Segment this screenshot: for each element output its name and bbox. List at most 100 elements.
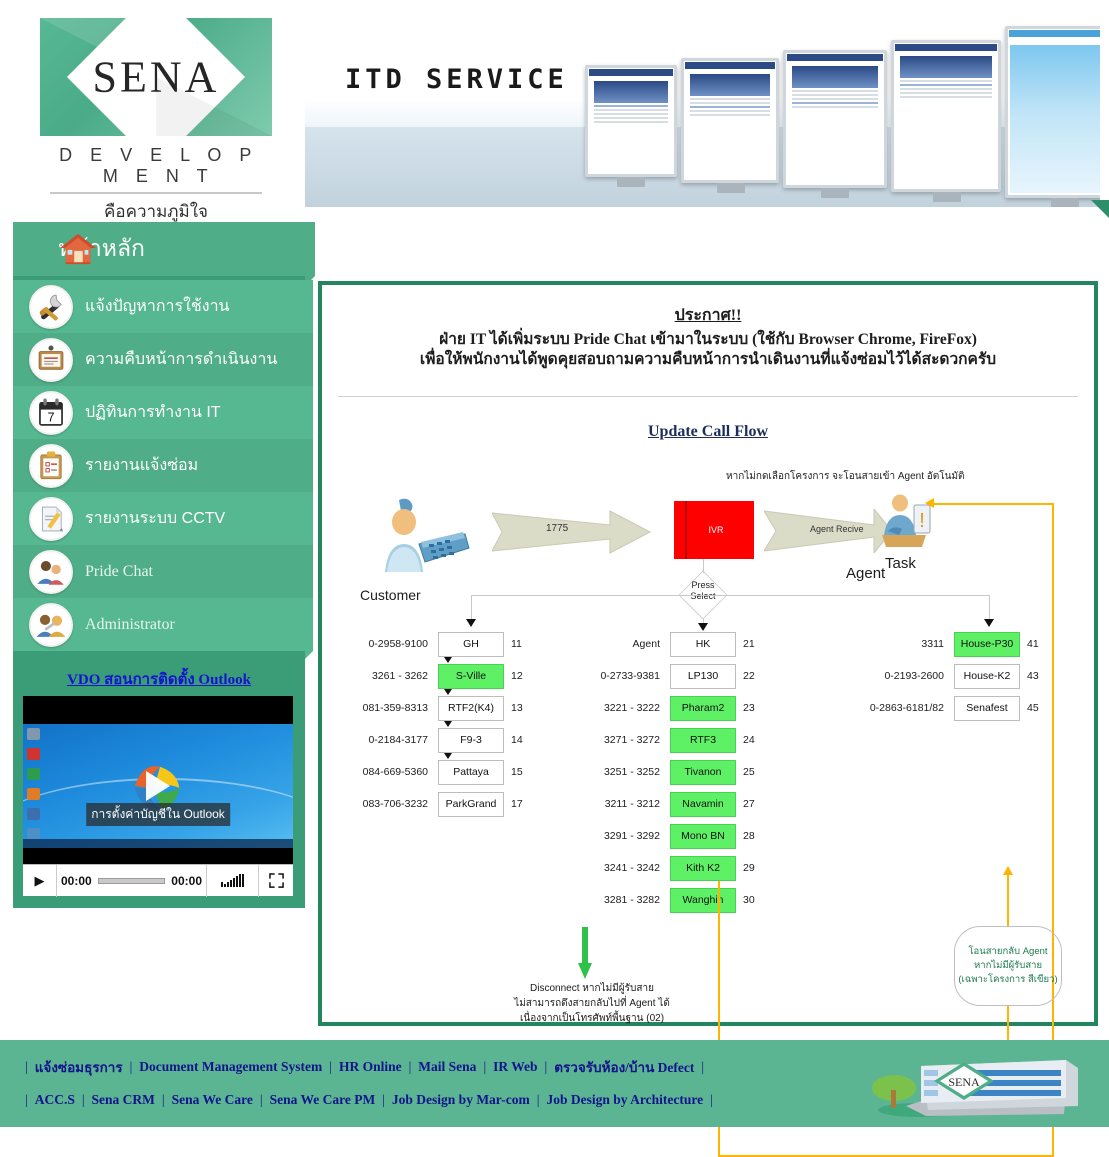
board-icon: [29, 337, 73, 382]
press-select-decision: Press Select: [667, 570, 739, 620]
sidebar-item-report-issue[interactable]: แจ้งปัญหาการใช้งาน: [13, 280, 313, 341]
project-phone-number: 3251 - 3252: [603, 766, 660, 778]
project-extension: 13: [511, 702, 523, 714]
project-phone-number: 3311: [921, 638, 944, 650]
project-phone-number: 0-2733-9381: [600, 670, 660, 682]
footer-link[interactable]: Job Design by Architecture: [546, 1091, 704, 1107]
play-button[interactable]: ▶: [23, 864, 57, 897]
fullscreen-button[interactable]: [259, 865, 293, 897]
disconnect-note-line-1: Disconnect หากไม่มีผู้รับสาย: [530, 983, 654, 994]
site-footer: | แจ้งซ่อมธุรการ | Document Management Syst…: [0, 1040, 1109, 1127]
transfer-back-callout: โอนสายกลับ Agent หากไม่มีผู้รับสาย (เฉพา…: [954, 926, 1062, 1006]
arrow-to-col1: [466, 619, 476, 627]
connector-left: [471, 595, 703, 596]
logo-brand-text: SENA: [92, 52, 220, 102]
project-phone-number: 3271 - 3272: [603, 734, 660, 746]
project-name-box: House-P30: [954, 631, 1020, 657]
callout-line-2: หากไม่มีผู้รับสาย: [973, 960, 1043, 971]
footer-link[interactable]: IR Web: [493, 1058, 538, 1074]
sidebar-item-label: Pride Chat: [85, 562, 153, 580]
project-name-box: Tivanon: [670, 759, 736, 785]
footer-link[interactable]: Sena We Care PM: [269, 1091, 376, 1107]
row-connector-arrow: [444, 721, 452, 727]
video-player[interactable]: การตั้งค่าบัญชีใน Outlook ▶ 00:00 00:00: [23, 696, 293, 897]
footer-separator: |: [544, 1058, 548, 1074]
sidebar-item-label: รายงานแจ้งซ่อม: [85, 457, 199, 474]
sidebar-item-home[interactable]: หน้าหลัก: [13, 222, 315, 286]
footer-link[interactable]: แจ้งซ่อมธุรการ: [34, 1059, 123, 1075]
project-phone-number: 3291 - 3292: [603, 830, 660, 842]
sidebar-item-administrator[interactable]: Administrator: [13, 598, 313, 659]
footer-separator: |: [536, 1091, 540, 1107]
sidebar-item-label: ปฏิทินการทำงาน IT: [85, 404, 221, 421]
sidebar-item-label: แจ้งปัญหาการใช้งาน: [85, 298, 230, 315]
footer-separator: |: [408, 1058, 412, 1074]
project-name-box: Mono BN: [670, 823, 736, 849]
project-extension: 43: [1027, 670, 1039, 682]
connector-right-down: [989, 595, 990, 623]
sena-building-logo: SENA: [872, 1060, 1078, 1117]
current-time: 00:00: [61, 873, 92, 888]
video-title-link[interactable]: VDO สอนการติดตั้ง Outlook: [67, 672, 251, 688]
project-extension: 21: [743, 638, 755, 650]
seek-bar[interactable]: [97, 877, 166, 884]
logo-subtitle: D E V E L O P M E N T: [59, 145, 258, 186]
duration: 00:00: [171, 873, 202, 888]
project-row: 3251 - 3252 Tivanon 25: [578, 759, 762, 785]
monitor-3: [783, 50, 887, 188]
logo-divider: [50, 192, 262, 194]
fullscreen-icon: [268, 873, 284, 888]
logo-diamond-mark: SENA: [40, 18, 272, 136]
dial-arrow: [492, 510, 652, 554]
video-controls: ▶ 00:00 00:00: [23, 864, 293, 897]
dial-number-label: 1775: [546, 523, 569, 534]
row-connector-arrow: [444, 657, 452, 663]
auto-transfer-note: หากไม่กดเลือกโครงการ จะโอนสายเข้า Agent …: [726, 471, 965, 482]
agent-receive-label: Agent Recive: [810, 524, 864, 534]
monitor-5: [1005, 26, 1100, 198]
project-extension: 25: [743, 766, 755, 778]
sidebar-item-it-calendar[interactable]: 7 ปฏิทินการทำงาน IT: [13, 386, 313, 447]
video-section: VDO สอนการติดตั้ง Outlook การตั้งค่าบัญช…: [13, 659, 305, 908]
footer-link[interactable]: Job Design by Mar-com: [391, 1091, 530, 1107]
home-icon: [60, 233, 96, 265]
project-extension: 23: [743, 702, 755, 714]
agent-receive-arrow: [764, 509, 893, 553]
project-phone-number: 084-669-5360: [362, 766, 428, 778]
svg-text:7: 7: [47, 409, 54, 424]
return-path-top: [933, 503, 1054, 505]
project-name-box: Wanghin: [670, 887, 736, 913]
footer-link[interactable]: Mail Sena: [418, 1058, 477, 1074]
sidebar-item-progress[interactable]: ความคืบหน้าการดำเนินงาน: [13, 333, 313, 394]
footer-link[interactable]: Sena CRM: [91, 1091, 155, 1107]
footer-link[interactable]: HR Online: [338, 1058, 402, 1074]
footer-separator: |: [129, 1058, 133, 1074]
play-overlay-icon[interactable]: [146, 771, 170, 801]
announcement: ประกาศ!! ฝ่าย IT ได้เพิ่มระบบ Pride Chat…: [322, 285, 1094, 380]
announcement-line-2: เพื่อให้พนักงานได้พูดคุยสอบถามความคืบหน้…: [419, 351, 997, 368]
project-phone-number: 3281 - 3282: [603, 894, 660, 906]
connector-left-down: [471, 595, 472, 623]
footer-link[interactable]: ตรวจรับห้อง/บ้าน Defect: [554, 1059, 695, 1075]
footer-link[interactable]: Document Management System: [139, 1058, 323, 1074]
callout-line-3: (เฉพาะโครงการ สีเขียว): [958, 974, 1058, 985]
sidebar-item-cctv-report[interactable]: รายงานระบบ CCTV: [13, 492, 313, 553]
sidebar-item-repair-report[interactable]: รายงานแจ้งซ่อม: [13, 439, 313, 500]
video-timeline[interactable]: 00:00 00:00: [57, 864, 207, 897]
footer-separator: |: [710, 1091, 713, 1107]
sidebar-item-pride-chat[interactable]: Pride Chat: [13, 545, 313, 606]
decision-line-1: Press: [691, 580, 715, 590]
project-extension: 11: [511, 638, 522, 650]
volume-button[interactable]: [207, 864, 259, 897]
footer-link[interactable]: ACC.S: [34, 1091, 75, 1107]
project-name-box: LP130: [670, 663, 736, 689]
footer-link[interactable]: Sena We Care: [171, 1091, 253, 1107]
